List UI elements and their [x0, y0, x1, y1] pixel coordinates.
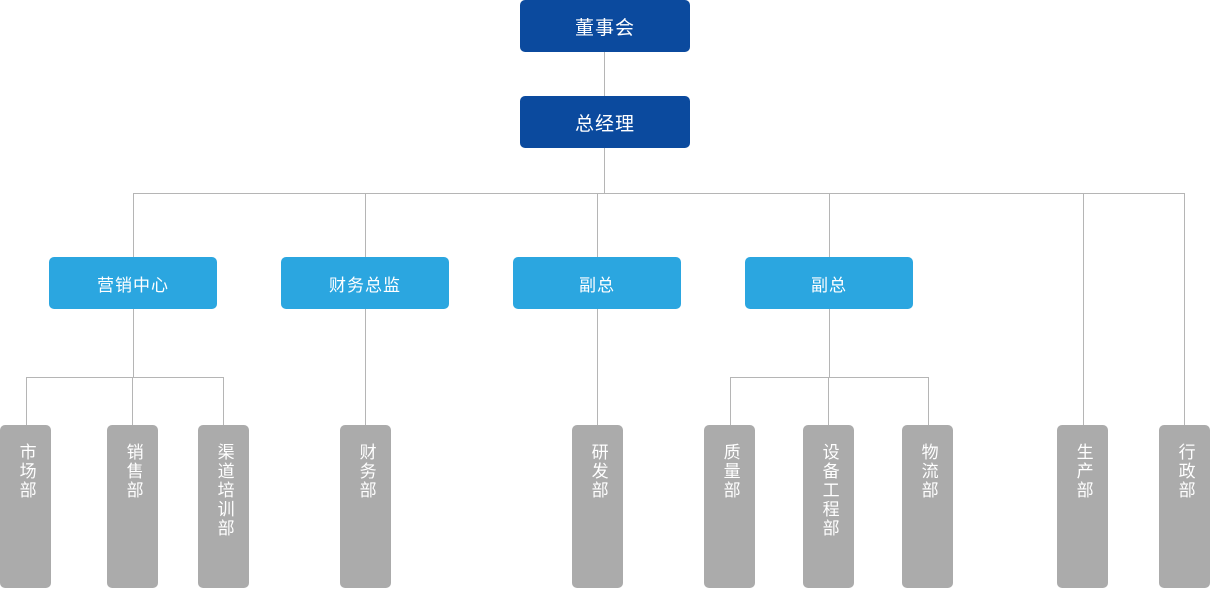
node-board[interactable]: 董事会: [520, 0, 690, 52]
node-finance-department[interactable]: 财务部: [340, 425, 391, 588]
node-label: 财务部: [356, 443, 376, 500]
connector-sub-drop-equipment: [828, 377, 829, 425]
connector-sub-drop-channel: [223, 377, 224, 425]
node-label: 渠道培训部: [214, 443, 234, 538]
connector-marketing-sub-bus: [26, 377, 223, 378]
node-research-development-department[interactable]: 研发部: [572, 425, 623, 588]
node-general-manager[interactable]: 总经理: [520, 96, 690, 148]
node-label: 质量部: [720, 443, 740, 500]
node-label: 设备工程部: [819, 443, 839, 538]
connector-sub-drop-market: [26, 377, 27, 425]
connector-sub-drop-quality: [730, 377, 731, 425]
node-cfo[interactable]: 财务总监: [281, 257, 449, 309]
node-market-department[interactable]: 市场部: [0, 425, 51, 588]
node-label: 行政部: [1175, 443, 1195, 500]
node-channel-training-department[interactable]: 渠道培训部: [198, 425, 249, 588]
node-sales-department[interactable]: 销售部: [107, 425, 158, 588]
node-label: 销售部: [123, 443, 143, 500]
connector-vp2-sub-bus: [730, 377, 928, 378]
connector-cfo-to-finance: [365, 309, 366, 425]
node-administration-department[interactable]: 行政部: [1159, 425, 1210, 588]
node-vice-president-2[interactable]: 副总: [745, 257, 913, 309]
node-logistics-department[interactable]: 物流部: [902, 425, 953, 588]
connector-bus-drop-vp2: [829, 193, 830, 257]
node-label: 物流部: [918, 443, 938, 500]
node-equipment-engineering-department[interactable]: 设备工程部: [803, 425, 854, 588]
connector-bus-drop-marketing: [133, 193, 134, 257]
connector-bus-drop-production: [1083, 193, 1084, 425]
connector-vp2-drop: [829, 309, 830, 377]
node-label: 市场部: [16, 443, 36, 500]
node-label: 研发部: [588, 443, 608, 500]
connector-marketing-drop: [133, 309, 134, 377]
connector-main-bus: [133, 193, 1184, 194]
node-vice-president-1[interactable]: 副总: [513, 257, 681, 309]
connector-bus-drop-admin: [1184, 193, 1185, 425]
node-quality-department[interactable]: 质量部: [704, 425, 755, 588]
connector-board-to-gm: [604, 52, 605, 96]
connector-vp1-to-rd: [597, 309, 598, 425]
connector-sub-drop-logistics: [928, 377, 929, 425]
connector-gm-drop: [604, 148, 605, 193]
connector-bus-drop-vp1: [597, 193, 598, 257]
node-production-department[interactable]: 生产部: [1057, 425, 1108, 588]
connector-bus-drop-cfo: [365, 193, 366, 257]
node-label: 生产部: [1073, 443, 1093, 500]
connector-sub-drop-sales: [132, 377, 133, 425]
node-marketing-center[interactable]: 营销中心: [49, 257, 217, 309]
